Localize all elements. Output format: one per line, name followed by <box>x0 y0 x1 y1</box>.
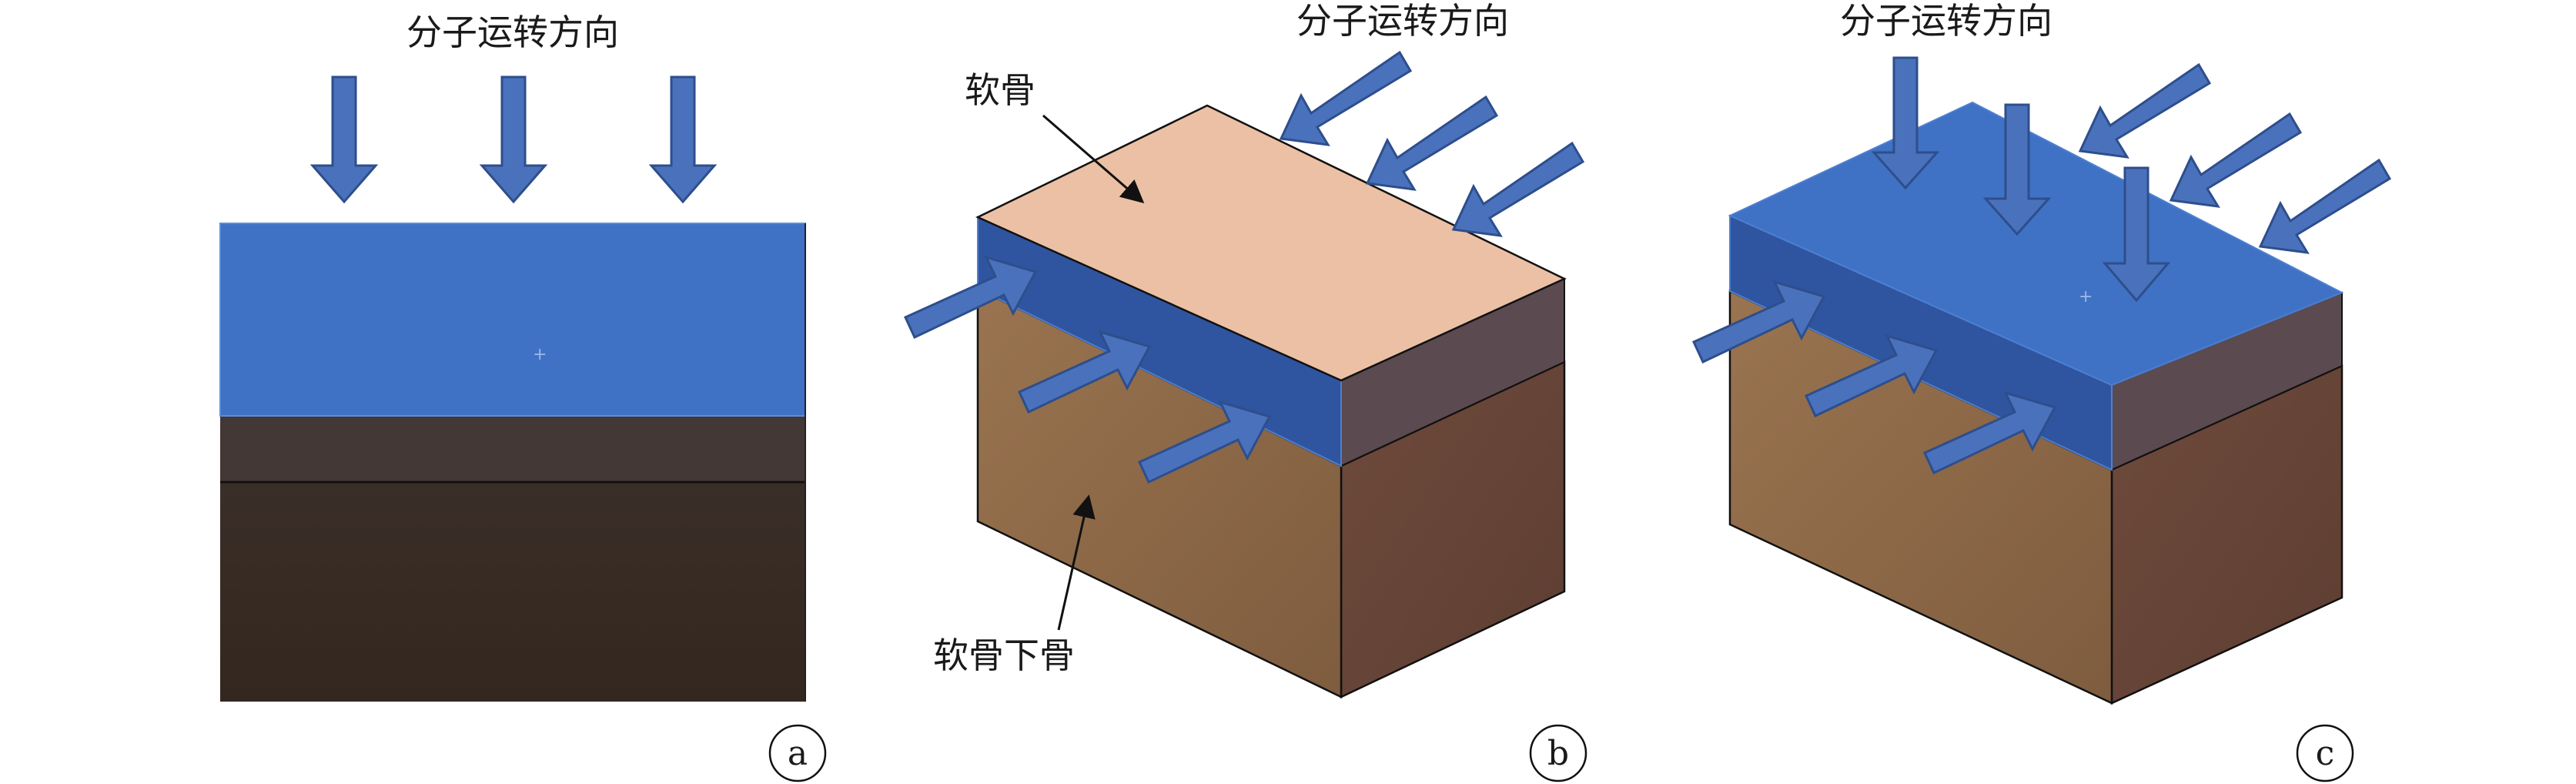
panel-c-top-arrows <box>2078 62 2392 254</box>
diagonal-arrow-icon <box>1692 280 1826 364</box>
down-arrow-icon <box>648 75 718 204</box>
dark-top-band <box>220 416 805 482</box>
panel-a: 分子运转方向 + a <box>219 12 827 782</box>
svg-text:c: c <box>2316 734 2335 773</box>
panel-b-letter: b <box>1529 724 1587 782</box>
dark-bottom-layer <box>220 482 805 702</box>
diagonal-arrow-icon <box>2078 62 2212 159</box>
down-arrow-icon <box>2102 166 2171 303</box>
down-arrow-icon <box>1982 103 2052 236</box>
down-arrow-icon <box>1871 56 1940 190</box>
down-arrow-icon <box>479 75 548 204</box>
panel-a-letter: a <box>768 724 827 782</box>
panel-b-top-arrows <box>1279 50 1585 237</box>
cartilage-top-face <box>975 104 1567 382</box>
down-arrow-icon <box>309 75 379 204</box>
panel-a-block: + <box>219 223 806 702</box>
diagonal-arrow-icon <box>904 255 1038 340</box>
panel-c-letter: c <box>2296 724 2354 782</box>
diagonal-arrow-icon <box>1923 390 2057 475</box>
subchondral-pointer <box>1057 494 1096 631</box>
panel-b: 分子运转方向 软骨 软骨下骨 <box>904 0 1587 782</box>
svg-text:b: b <box>1547 734 1569 773</box>
diagonal-arrow-icon <box>1805 333 1939 418</box>
panel-b-side-arrows <box>904 255 1272 484</box>
cartilage-label: 软骨 <box>965 69 1035 111</box>
panel-b-direction-label: 分子运转方向 <box>1296 0 1509 42</box>
diagonal-arrow-icon <box>1451 141 1585 237</box>
svg-text:+: + <box>2079 287 2093 307</box>
diagonal-arrow-icon <box>1018 330 1152 414</box>
svg-text:+: + <box>533 345 547 364</box>
subchondral-bone-label: 软骨下骨 <box>933 635 1075 676</box>
diagonal-arrow-icon <box>1365 95 1499 191</box>
panel-c-down-arrows <box>1871 56 2171 303</box>
panel-c-side-arrows <box>1692 280 2057 475</box>
panel-a-arrows <box>309 75 718 204</box>
panel-c-direction-label: 分子运转方向 <box>1840 0 2052 42</box>
diagonal-arrow-icon <box>1279 50 1413 146</box>
cartilage-pointer <box>1042 114 1145 203</box>
blue-top-face <box>1728 101 2344 387</box>
diagonal-arrow-icon <box>2258 158 2392 254</box>
panel-c: 分子运转方向 + c <box>1692 0 2392 782</box>
blue-cartilage-layer <box>219 223 806 417</box>
diagonal-arrow-icon <box>1138 400 1272 484</box>
diagonal-arrow-icon <box>2169 112 2303 208</box>
svg-text:a: a <box>788 734 808 773</box>
panel-a-direction-label: 分子运转方向 <box>406 12 619 53</box>
